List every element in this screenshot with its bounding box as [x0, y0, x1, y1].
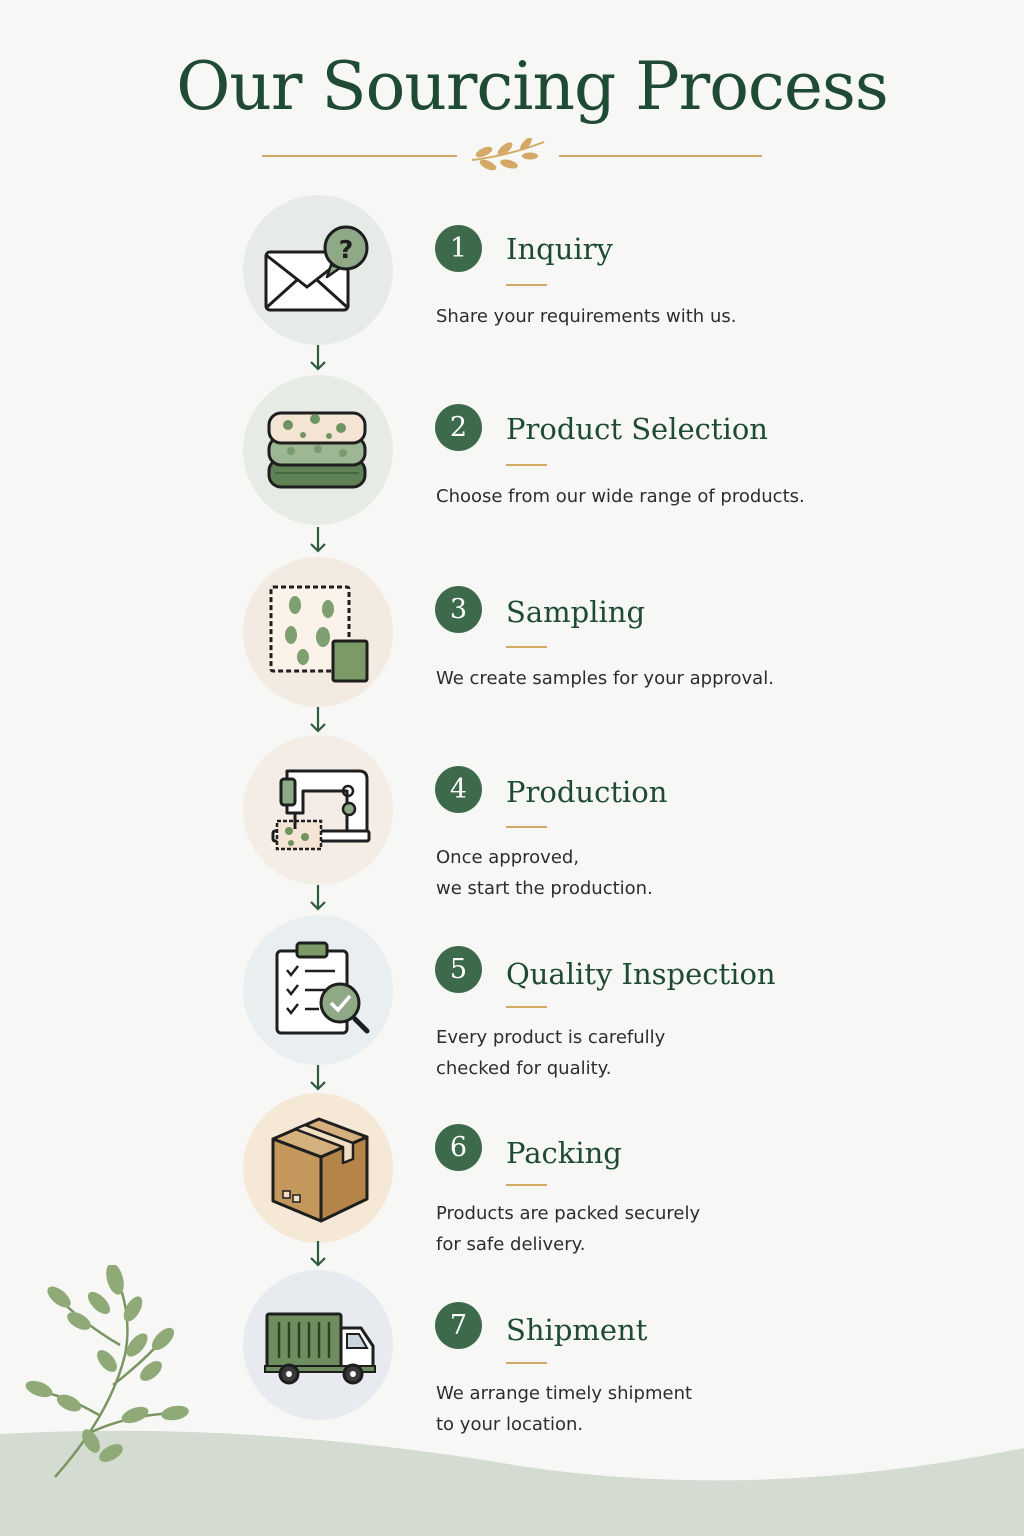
step-5-description: Every product is carefully checked for q… — [436, 1027, 666, 1079]
step-6-icon-circle — [243, 1093, 393, 1243]
step-7-underline — [506, 1362, 547, 1364]
step-4-title: Production — [506, 775, 668, 809]
step-2-title: Product Selection — [506, 412, 768, 446]
ground-wave-decoration — [0, 1430, 1024, 1536]
step-4-description: Once approved, we start the production. — [436, 847, 653, 899]
step-6-description: Products are packed securely for safe de… — [436, 1203, 701, 1255]
step-7-title: Shipment — [506, 1313, 648, 1347]
step-1-title: Inquiry — [506, 232, 613, 266]
fabric-stack-icon — [267, 411, 367, 489]
step-6-title: Packing — [506, 1136, 622, 1170]
step-7-description: We arrange timely shipment to your locat… — [436, 1383, 693, 1435]
flow-arrow-6 — [310, 1241, 326, 1267]
step-3-description: We create samples for your approval. — [436, 668, 774, 689]
step-3-underline — [506, 646, 547, 648]
flow-arrow-4 — [310, 885, 326, 911]
step-1-description: Share your requirements with us. — [436, 306, 737, 327]
step-3-icon-circle — [243, 557, 393, 707]
step-7-number: 7 — [435, 1302, 482, 1349]
step-6-number: 6 — [435, 1124, 482, 1171]
step-2-icon-circle — [243, 375, 393, 525]
step-6-underline — [506, 1184, 547, 1186]
step-2-underline — [506, 464, 547, 466]
flow-arrow-5 — [310, 1065, 326, 1091]
leaf-branch-icon — [25, 1265, 189, 1478]
step-3-number: 3 — [435, 586, 482, 633]
step-4-underline — [506, 826, 547, 828]
cardboard-box-icon — [271, 1117, 369, 1223]
title-divider — [262, 138, 762, 171]
step-5-underline — [506, 1006, 547, 1008]
step-1-icon-circle: ? — [243, 195, 393, 345]
clipboard-check-icon — [275, 941, 370, 1035]
flow-arrow-3 — [310, 707, 326, 733]
step-1-number: 1 — [435, 225, 482, 272]
delivery-truck-icon — [264, 1312, 376, 1385]
step-5-number: 5 — [435, 946, 482, 993]
envelope-question-icon: ? — [264, 225, 369, 312]
svg-text:?: ? — [339, 235, 354, 264]
step-1-underline — [506, 284, 547, 286]
page-title: Our Sourcing Process — [176, 48, 888, 125]
step-4-number: 4 — [435, 766, 482, 813]
leaf-sprig-icon — [471, 138, 545, 171]
step-3-title: Sampling — [506, 595, 646, 629]
sewing-machine-icon — [271, 769, 371, 851]
step-4-icon-circle — [243, 735, 393, 885]
fabric-swatch-icon — [269, 585, 369, 683]
step-5-title: Quality Inspection — [506, 957, 776, 991]
flow-arrow-2 — [310, 527, 326, 553]
step-5-icon-circle — [243, 915, 393, 1065]
step-2-number: 2 — [435, 404, 482, 451]
flow-arrow-1 — [310, 345, 326, 371]
step-2-description: Choose from our wide range of products. — [436, 486, 805, 507]
step-7-icon-circle — [243, 1270, 393, 1420]
